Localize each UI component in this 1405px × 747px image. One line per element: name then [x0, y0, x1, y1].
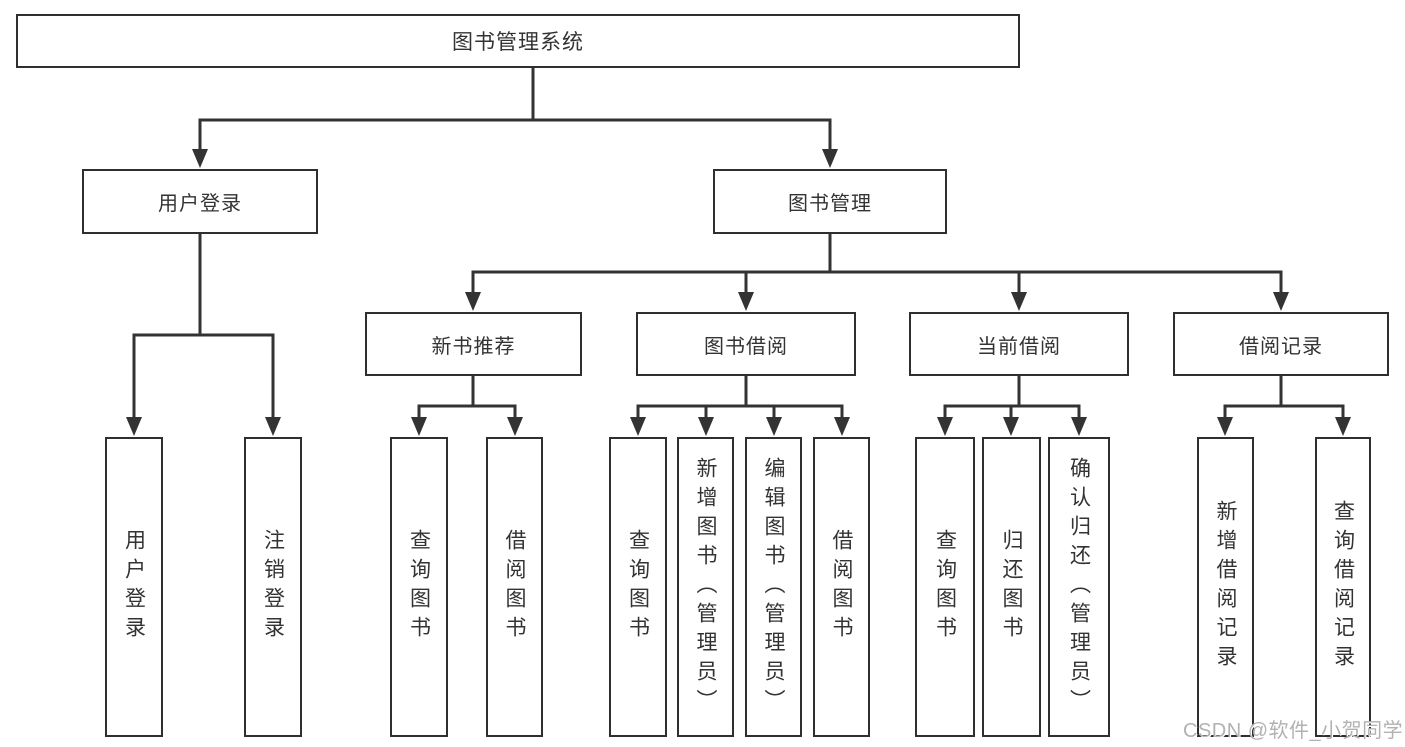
arrowheads	[126, 149, 1351, 436]
node-new-book-recommendation: 新书推荐	[365, 312, 582, 376]
edge-root-split	[198, 68, 832, 160]
leaf-add-borrow-record: 新增借阅记录	[1197, 437, 1254, 737]
leaf-query-books-recommend: 查询图书	[390, 437, 448, 737]
csdn-watermark: CSDN @软件_小贺同学	[1183, 720, 1404, 742]
leaf-add-book-admin: 新增图书（管理员）	[677, 437, 734, 737]
node-current-borrowing: 当前借阅	[909, 312, 1129, 376]
edge-borrow-record-split	[1223, 376, 1345, 418]
leaf-user-login: 用户登录	[105, 437, 163, 737]
node-borrowing-records: 借阅记录	[1173, 312, 1389, 376]
edge-book-management-split	[471, 233, 1283, 292]
leaf-query-books-borrow: 查询图书	[609, 437, 667, 737]
leaf-query-books-current: 查询图书	[915, 437, 975, 737]
edge-book-borrow-split	[636, 376, 844, 418]
edge-user-login-split	[132, 233, 275, 418]
node-book-borrowing: 图书借阅	[636, 312, 856, 376]
edge-new-book-split	[417, 376, 517, 418]
leaf-query-borrow-record: 查询借阅记录	[1315, 437, 1371, 737]
leaf-borrow-books-borrow: 借阅图书	[813, 437, 870, 737]
node-library-management-system: 图书管理系统	[16, 14, 1020, 68]
node-book-management: 图书管理	[713, 169, 947, 234]
leaf-return-books: 归还图书	[982, 437, 1041, 737]
leaf-confirm-return-admin: 确认归还（管理员）	[1048, 437, 1110, 737]
leaf-borrow-books-recommend: 借阅图书	[486, 437, 543, 737]
leaf-logout: 注销登录	[244, 437, 302, 737]
node-user-login: 用户登录	[82, 169, 318, 234]
edge-current-borrow-split	[943, 376, 1081, 418]
leaf-edit-book-admin: 编辑图书（管理员）	[745, 437, 802, 737]
